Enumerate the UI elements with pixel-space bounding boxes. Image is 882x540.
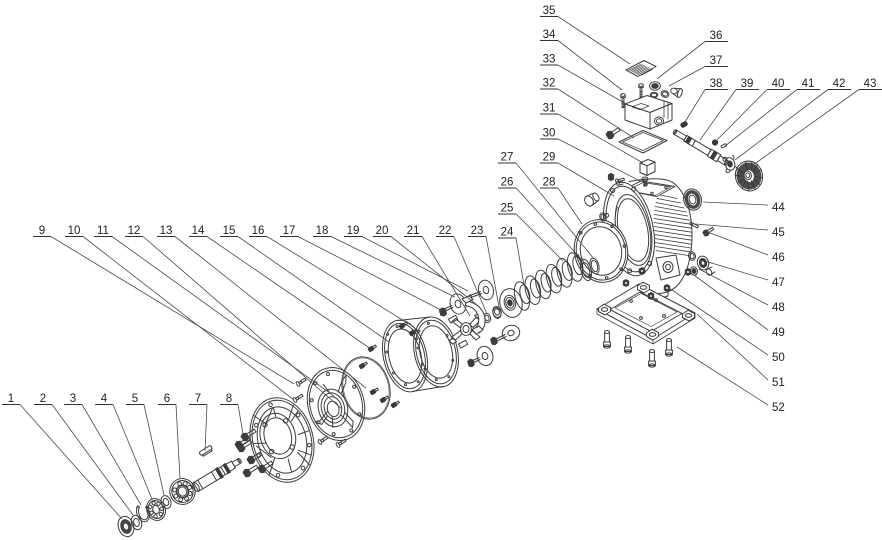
svg-text:6: 6 xyxy=(164,393,170,405)
svg-text:1: 1 xyxy=(8,393,14,405)
svg-text:44: 44 xyxy=(772,202,785,214)
svg-text:37: 37 xyxy=(710,55,723,67)
svg-text:42: 42 xyxy=(833,78,846,90)
svg-text:21: 21 xyxy=(407,225,420,237)
svg-text:13: 13 xyxy=(160,225,173,237)
svg-text:26: 26 xyxy=(501,177,514,189)
svg-text:14: 14 xyxy=(192,225,205,237)
svg-text:41: 41 xyxy=(802,78,815,90)
svg-text:22: 22 xyxy=(439,225,452,237)
svg-text:52: 52 xyxy=(772,402,785,414)
svg-text:17: 17 xyxy=(283,225,296,237)
svg-text:25: 25 xyxy=(501,203,514,215)
svg-text:7: 7 xyxy=(195,393,201,405)
svg-text:15: 15 xyxy=(223,225,236,237)
svg-text:20: 20 xyxy=(376,225,389,237)
svg-text:34: 34 xyxy=(543,29,556,41)
svg-text:12: 12 xyxy=(128,225,141,237)
svg-text:51: 51 xyxy=(772,377,785,389)
svg-text:32: 32 xyxy=(543,78,556,90)
svg-text:23: 23 xyxy=(471,225,484,237)
svg-text:3: 3 xyxy=(70,393,76,405)
svg-text:11: 11 xyxy=(97,225,109,237)
svg-text:31: 31 xyxy=(543,103,556,115)
svg-text:27: 27 xyxy=(501,152,514,164)
svg-text:8: 8 xyxy=(226,393,232,405)
svg-text:28: 28 xyxy=(543,177,556,189)
svg-text:43: 43 xyxy=(864,78,877,90)
svg-text:4: 4 xyxy=(101,393,108,405)
svg-text:19: 19 xyxy=(347,225,360,237)
svg-text:33: 33 xyxy=(543,54,556,66)
svg-text:50: 50 xyxy=(772,352,785,364)
svg-text:9: 9 xyxy=(39,225,45,237)
svg-text:10: 10 xyxy=(68,225,81,237)
svg-text:45: 45 xyxy=(772,227,785,239)
svg-text:38: 38 xyxy=(710,78,723,90)
svg-text:39: 39 xyxy=(741,78,754,90)
svg-text:16: 16 xyxy=(252,225,265,237)
svg-text:2: 2 xyxy=(40,393,46,405)
svg-text:36: 36 xyxy=(710,30,723,42)
svg-text:49: 49 xyxy=(772,327,785,339)
svg-text:30: 30 xyxy=(543,128,556,140)
svg-text:46: 46 xyxy=(772,252,785,264)
svg-text:48: 48 xyxy=(772,302,785,314)
svg-text:5: 5 xyxy=(132,393,138,405)
svg-text:35: 35 xyxy=(543,5,556,17)
svg-text:24: 24 xyxy=(501,227,514,239)
svg-text:29: 29 xyxy=(543,152,556,164)
svg-text:40: 40 xyxy=(772,78,785,90)
svg-text:18: 18 xyxy=(316,225,329,237)
svg-text:47: 47 xyxy=(772,277,785,289)
